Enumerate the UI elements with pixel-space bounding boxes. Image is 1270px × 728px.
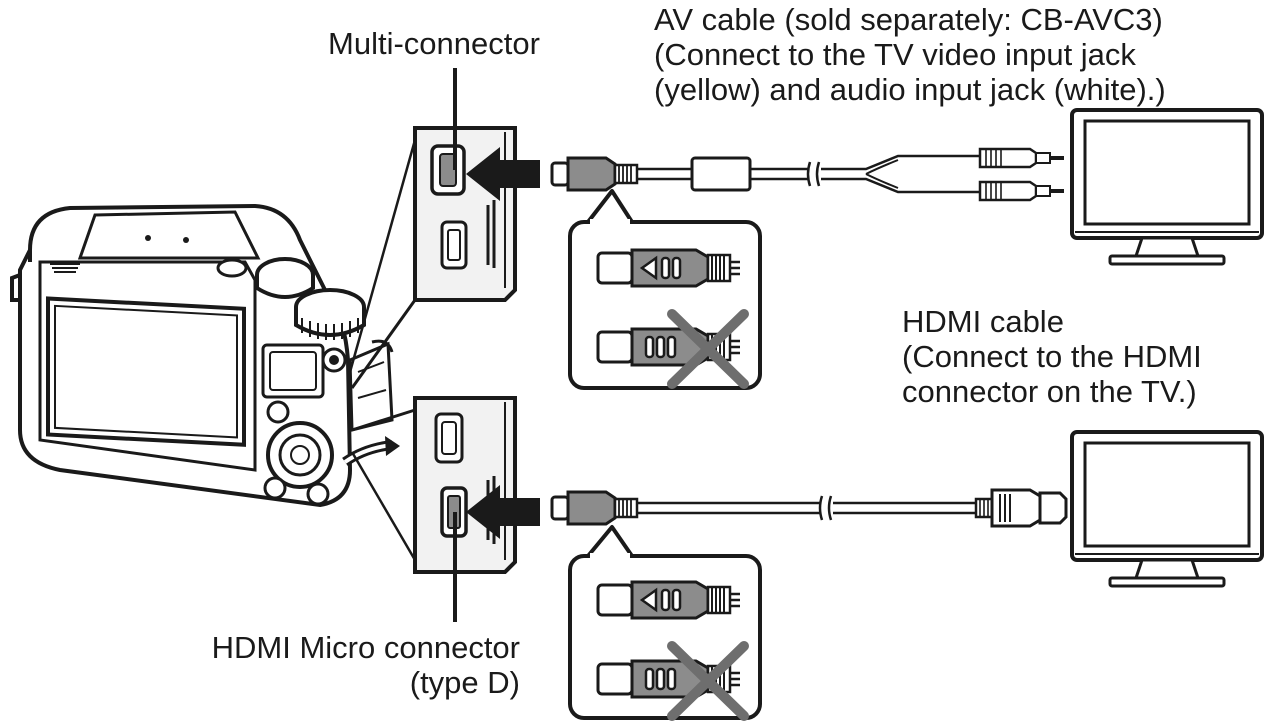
hdmi-cable-label-line-1: HDMI cable	[902, 304, 1064, 339]
cross-mark-icon	[667, 309, 749, 389]
plug-triangle-mark-icon	[596, 580, 742, 620]
tv-lower	[1070, 430, 1264, 588]
multi-connector-label: Multi-connector	[328, 26, 540, 61]
hdmi-cable-label-line-3: connector on the TV.)	[902, 374, 1197, 409]
insert-arrow-lower	[466, 485, 540, 539]
hdmi-cable-label: HDMI cable (Connect to the HDMI connecto…	[902, 304, 1202, 409]
hdmi-cable-label-line-2: (Connect to the HDMI	[902, 339, 1202, 374]
insert-arrow-upper	[466, 147, 540, 201]
av-cable-label: AV cable (sold separately: CB-AVC3) (Con…	[654, 2, 1166, 107]
av-cable	[550, 147, 1064, 202]
orientation-callout-lower	[568, 525, 762, 721]
hdmi-micro-connector-label: HDMI Micro connector (type D)	[150, 630, 520, 700]
hdmi-micro-label-line-2: (type D)	[409, 665, 520, 700]
orientation-callout-upper	[568, 189, 762, 390]
tv-upper	[1070, 108, 1264, 266]
hdmi-cable	[550, 488, 1068, 528]
camera-illustration	[10, 203, 400, 508]
plug-triangle-mark-icon	[596, 248, 742, 288]
multi-connector-panel	[348, 126, 517, 389]
cross-mark-icon	[667, 641, 749, 721]
av-cable-label-line-3: (yellow) and audio input jack (white).)	[654, 72, 1166, 107]
hdmi-micro-label-line-1: HDMI Micro connector	[211, 630, 520, 665]
av-cable-label-line-2: (Connect to the TV video input jack	[654, 37, 1136, 72]
av-cable-label-line-1: AV cable (sold separately: CB-AVC3)	[654, 2, 1163, 37]
